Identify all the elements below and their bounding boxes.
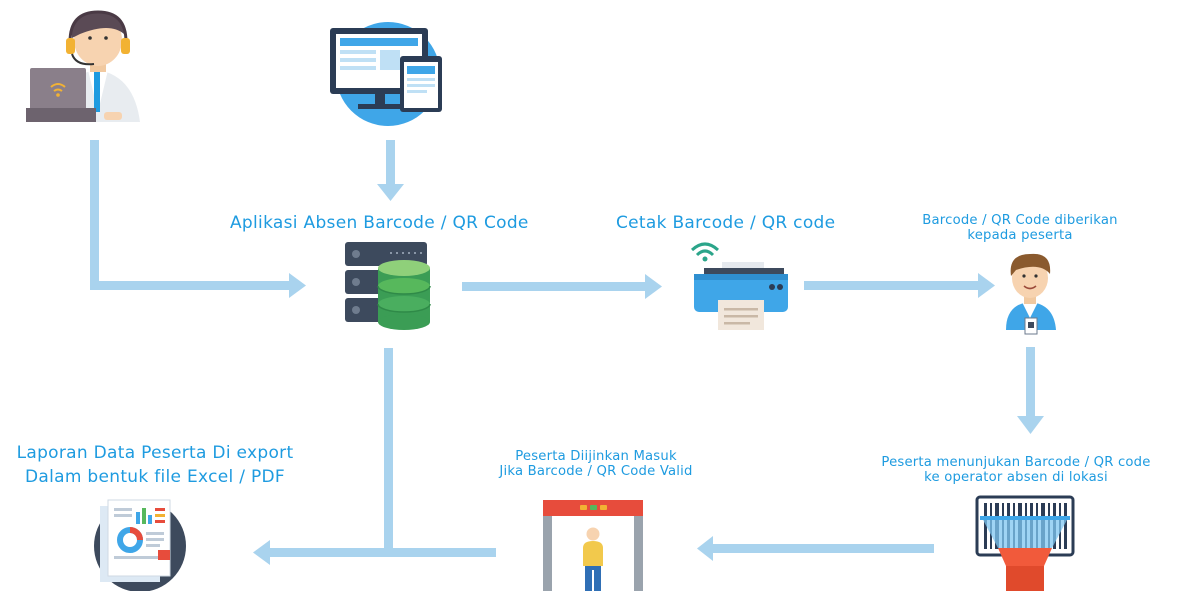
arrowhead-scanner <box>1017 416 1044 434</box>
server-database-icon <box>345 242 431 330</box>
gate-detector-icon <box>543 500 643 591</box>
participant-badge-icon <box>1006 253 1056 335</box>
arrowhead-participant <box>978 273 995 298</box>
connector-printer-participant <box>804 281 979 290</box>
label-given-line-2: kepada peserta <box>967 227 1073 243</box>
connector-server-printer <box>462 282 646 291</box>
connector-server-down <box>384 348 393 548</box>
monitor-web-app-icon <box>330 22 442 126</box>
label-report-line-2: Dalam bentuk file Excel / PDF <box>24 466 285 487</box>
report-document-icon <box>94 499 186 591</box>
arrowhead-to-server <box>289 273 306 298</box>
label-show-line-2: ke operator absen di lokasi <box>924 469 1108 485</box>
connector-operator-right <box>90 281 290 290</box>
operator-headset-icon <box>26 10 140 122</box>
label-report-line-1: Laporan Data Peserta Di export <box>16 443 294 463</box>
label-app-text: Aplikasi Absen Barcode / QR Code <box>230 213 529 233</box>
arrowhead-report <box>253 540 270 565</box>
label-print-text: Cetak Barcode / QR code <box>616 213 836 233</box>
label-entry-line-1: Peserta Diijinkan Masuk <box>515 449 677 464</box>
connector-webapp-down <box>386 140 395 186</box>
connector-arrows <box>90 140 1044 565</box>
label-print: Cetak Barcode / QR code <box>616 213 836 233</box>
label-report: Laporan Data Peserta Di export Dalam ben… <box>8 442 302 490</box>
arrowhead-webapp <box>377 184 404 201</box>
label-entry: Peserta Diijinkan Masuk Jika Barcode / Q… <box>482 449 710 480</box>
connector-gate-report <box>268 548 496 557</box>
label-entry-line-2: Jika Barcode / QR Code Valid <box>499 463 693 479</box>
label-given: Barcode / QR Code diberikan kepada peser… <box>908 213 1132 244</box>
barcode-scanner-icon <box>975 495 1075 591</box>
wifi-printer-icon <box>690 242 788 330</box>
connector-scanner-gate <box>712 544 934 553</box>
arrowhead-gate <box>697 536 713 561</box>
label-show: Peserta menunjukan Barcode / QR code ke … <box>860 455 1172 486</box>
connector-operator-down <box>90 140 99 290</box>
arrowhead-printer <box>645 274 662 299</box>
label-app: Aplikasi Absen Barcode / QR Code <box>230 213 529 233</box>
label-given-line-1: Barcode / QR Code diberikan <box>922 213 1118 228</box>
label-show-line-1: Peserta menunjukan Barcode / QR code <box>881 455 1151 470</box>
connector-participant-down <box>1026 347 1035 417</box>
